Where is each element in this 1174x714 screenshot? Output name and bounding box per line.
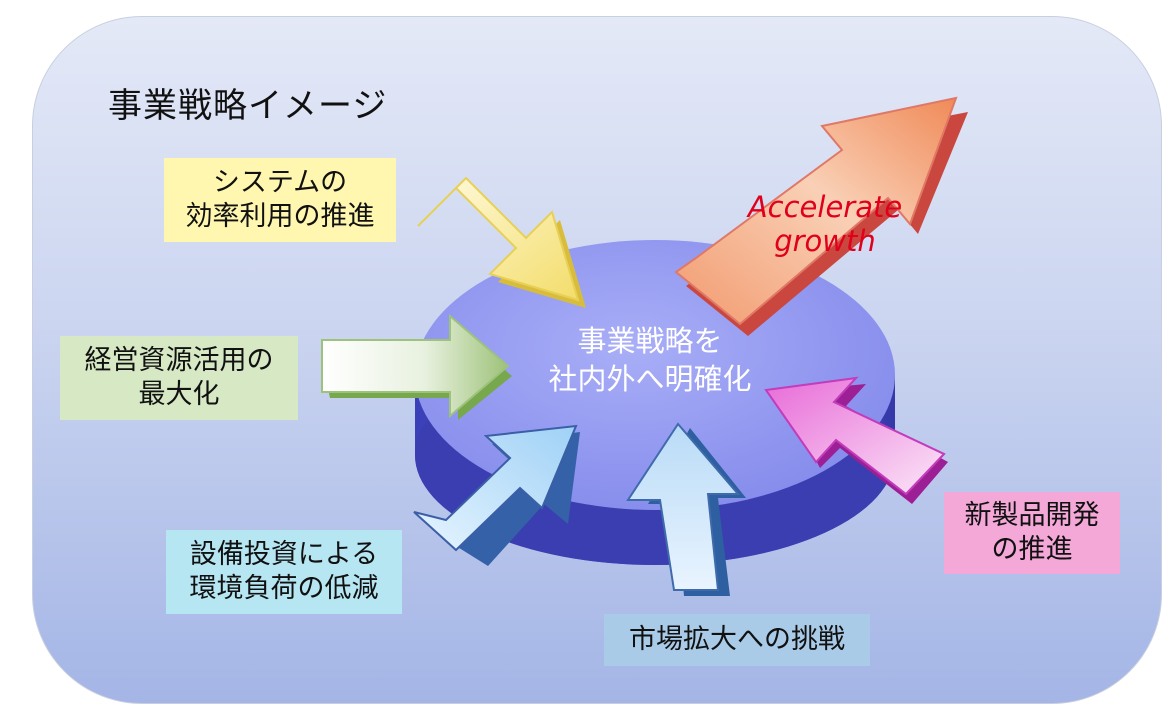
market-arrow: [626, 422, 746, 596]
newproduct-box-line2: の推進: [991, 534, 1073, 565]
resources-box-line1: 経営資源活用の: [84, 345, 274, 376]
environment-box: 設備投資による 環境負荷の低減: [166, 530, 402, 614]
newproduct-box: 新製品開発 の推進: [944, 492, 1120, 574]
system-box: システムの 効率利用の推進: [164, 158, 396, 242]
resources-arrow: [321, 313, 512, 420]
environment-arrow: [413, 424, 580, 566]
system-box-line1: システムの: [212, 167, 348, 198]
resources-box-line2: 最大化: [138, 379, 220, 410]
market-box: 市場拡大への挑戦: [604, 614, 870, 666]
center-label-line2: 社内外へ明確化: [548, 362, 752, 396]
newproduct-arrow: [764, 376, 948, 504]
center-label-line1: 事業戦略を: [577, 324, 723, 358]
newproduct-box-line1: 新製品開発: [964, 500, 1100, 531]
resources-box: 経営資源活用の 最大化: [60, 336, 298, 420]
growth-label: Accelerate growth: [700, 190, 950, 258]
environment-box-line1: 設備投資による: [189, 539, 379, 570]
environment-box-line2: 環境負荷の低減: [189, 573, 379, 604]
center-label: 事業戦略を 社内外へ明確化: [500, 322, 800, 398]
system-arrow: [417, 176, 586, 308]
growth-arrow: [674, 96, 968, 336]
market-box-line1: 市場拡大への挑戦: [629, 624, 845, 655]
diagram-title: 事業戦略イメージ: [108, 86, 388, 126]
growth-label-line1: Accelerate: [747, 190, 903, 224]
growth-label-line2: growth: [774, 224, 876, 258]
system-box-line2: 効率利用の推進: [185, 201, 375, 232]
